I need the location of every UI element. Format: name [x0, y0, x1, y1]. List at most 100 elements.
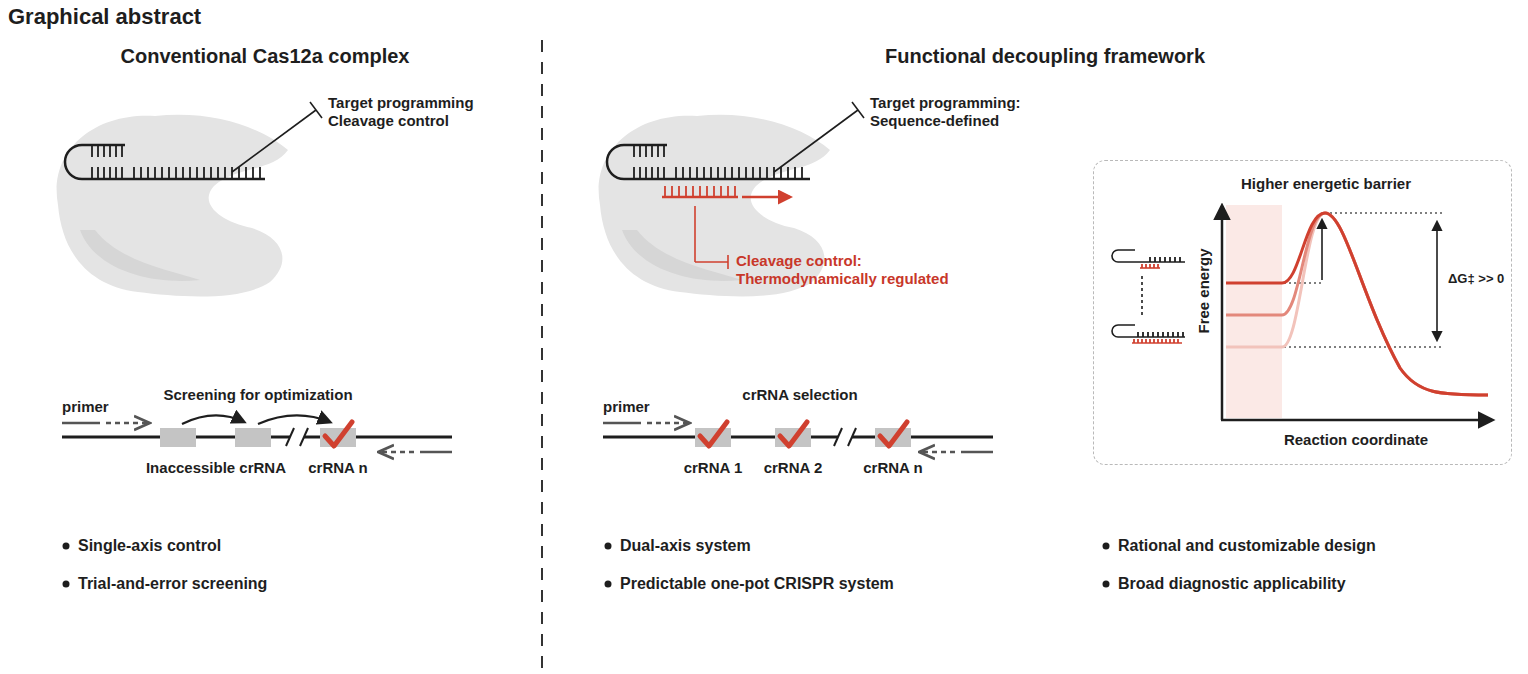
figure-title: Graphical abstract [8, 4, 201, 30]
crrna-hairpin [645, 167, 647, 179]
crrna-hairpin [731, 167, 733, 179]
axis-label: Reaction coordinate [1284, 431, 1428, 449]
regulatory-strand [699, 186, 701, 197]
crrna-hairpin [91, 145, 93, 157]
crrna-hairpin [717, 167, 719, 179]
crrna-hairpin [766, 167, 768, 179]
crrna-hairpin [65, 145, 265, 179]
protein-shape [622, 230, 742, 281]
crrna-label: Inaccessible crRNA [146, 459, 286, 477]
crrna-hairpin [607, 145, 810, 179]
primer-arrow [921, 451, 955, 454]
crrna-icon [1153, 339, 1155, 343]
primer-arrow [961, 451, 993, 454]
crrna-hairpin [252, 167, 254, 179]
crrna-hairpin [115, 167, 117, 179]
crrna-hairpin [645, 145, 647, 157]
crrna-hairpin [238, 167, 240, 179]
crrna-icon [1164, 257, 1166, 262]
bullet-text: Single-axis control [78, 536, 221, 555]
axis-label: Free energy [1195, 248, 1213, 333]
step-label: crRNA selection [742, 386, 857, 404]
panel-title: Higher energetic barrier [1241, 175, 1411, 193]
crrna-icon [1153, 264, 1155, 268]
crrna-icon [1134, 264, 1178, 343]
dna-amplicon [780, 422, 807, 446]
crrna-hairpin [109, 145, 111, 157]
leader-line [310, 102, 322, 118]
crrna-icon [1169, 257, 1171, 262]
crrna-hairpin [182, 167, 184, 179]
crrna-hairpin [738, 167, 740, 179]
dna-amplicon [880, 422, 907, 446]
crrna-hairpin [689, 167, 691, 179]
section-heading: Functional decoupling framework [885, 44, 1205, 68]
crrna-hairpin [787, 167, 789, 179]
crrna-hairpin [175, 167, 177, 179]
crrna-label: crRNA 2 [764, 459, 823, 477]
crrna-hairpin [97, 167, 99, 179]
primer-arrow [420, 451, 452, 454]
screening-arrow [258, 415, 330, 424]
leader-line [232, 110, 316, 172]
primer-arrow [603, 422, 641, 425]
crrna-icon [1177, 332, 1179, 337]
crrna-hairpin [675, 167, 677, 179]
crrna-hairpin [133, 167, 135, 179]
primer-arrow [647, 422, 688, 425]
bullet-text: Trial-and-error screening [78, 574, 267, 593]
crrna-label: crRNA n [863, 459, 922, 477]
protein-shape [599, 115, 830, 297]
primer-arrow [380, 451, 414, 454]
bullet-text: Predictable one-pot CRISPR system [620, 574, 894, 593]
crrna-icon [1137, 332, 1139, 337]
crrna-icon [1157, 264, 1159, 268]
crrna-icon [1138, 257, 1183, 337]
crrna-hairpin [759, 167, 761, 179]
bullet-dot [1103, 581, 1110, 588]
crrna-icon [1112, 250, 1185, 337]
crrna-hairpin [801, 167, 803, 179]
crrna-hairpin [682, 167, 684, 179]
energy-diagram [1226, 213, 1488, 395]
energy-diagram [1226, 205, 1282, 418]
bullet-dot [605, 543, 612, 550]
crrna-hairpin [103, 145, 105, 157]
crrna-hairpin [657, 167, 659, 179]
regulatory-strand [685, 186, 687, 197]
crrna-label: crRNA 1 [684, 459, 743, 477]
bullet-dot [605, 581, 612, 588]
crrna-hairpin [639, 167, 641, 179]
crrna-icon [1132, 264, 1182, 343]
crrna-hairpin [651, 145, 653, 157]
crrna-hairpin [724, 167, 726, 179]
dna-amplicon [834, 428, 842, 446]
crrna-icon [1165, 339, 1167, 343]
crrna-icon [1149, 257, 1151, 262]
dna-amplicon [700, 422, 727, 446]
crrna-icon [1157, 332, 1159, 337]
crrna-hairpin [134, 167, 260, 179]
regulatory-strand [713, 186, 715, 197]
crrna-icon [1152, 332, 1154, 337]
dna-amplicon [603, 422, 993, 447]
divider-line [541, 40, 543, 674]
crrna-icon [1172, 332, 1174, 337]
protein-shape [599, 115, 830, 297]
crrna-hairpin [703, 167, 705, 179]
crrna-hairpin [91, 167, 93, 179]
screening-arrow [182, 415, 244, 424]
dna-amplicon [325, 422, 352, 446]
protein-shape [80, 230, 200, 281]
primer-label: primer [62, 398, 109, 416]
energy-diagram [1321, 220, 1323, 280]
regulatory-strand [706, 186, 708, 197]
energy-diagram [1221, 206, 1224, 420]
crrna-hairpin [109, 167, 111, 179]
crrna-icon [1174, 257, 1176, 262]
crrna-hairpin [189, 167, 191, 179]
crrna-hairpin [663, 167, 665, 179]
leader-line [852, 102, 864, 118]
crrna-hairpin [651, 167, 653, 179]
crrna-hairpin [65, 145, 265, 179]
